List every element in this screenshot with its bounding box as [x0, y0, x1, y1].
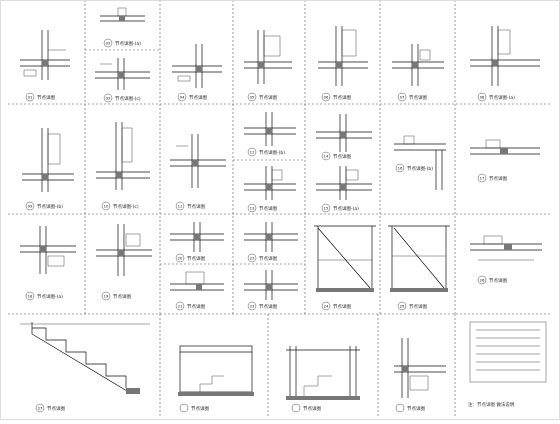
detail-09: 09 节点详图-(b): [22, 128, 74, 211]
detail-08-label: 节点详图-(a): [489, 94, 515, 101]
section-view-b: 节点详图: [286, 346, 360, 413]
detail-05-label: 节点详图: [259, 94, 277, 101]
detail-03-number: 03: [106, 96, 111, 101]
detail-19-number: 19: [104, 294, 109, 299]
detail-15-number: 15: [324, 206, 329, 211]
section-view-c-label: 节点详图: [407, 405, 425, 412]
detail-23: 23 节点详图: [244, 270, 298, 311]
detail-07-number: 07: [400, 95, 405, 100]
detail-03-label: 节点详图-(c): [115, 95, 141, 102]
notes-block: [469, 321, 547, 383]
detail-25-number: 25: [400, 304, 405, 309]
detail-21-label: 节点详图: [187, 303, 205, 310]
section-view-c: 节点详图: [394, 338, 446, 413]
detail-23-label: 节点详图: [259, 303, 277, 310]
detail-12: 12 节点详图-(b): [244, 112, 296, 157]
detail-02-number: 02: [106, 41, 111, 46]
detail-24: 24 节点详图: [314, 225, 376, 311]
detail-11-number: 11: [178, 204, 183, 209]
detail-04: 04 节点详图: [172, 44, 222, 102]
detail-22-number: 22: [250, 256, 255, 261]
detail-04-label: 节点详图: [189, 94, 207, 101]
detail-16-label: 节点详图-(b): [407, 165, 433, 172]
detail-26-label: 节点详图: [489, 277, 507, 284]
detail-05: 05 节点详图: [244, 30, 292, 102]
detail-19-label: 节点详图: [113, 293, 131, 300]
detail-01-marker: [25, 92, 35, 102]
detail-27-label: 节点详图: [47, 405, 65, 412]
detail-25-label: 节点详图: [409, 303, 427, 310]
footer-note: 注：节点详图 做法说明: [468, 403, 515, 408]
detail-11-label: 节点详图: [187, 203, 205, 210]
detail-20: 20 节点详图: [170, 222, 224, 263]
detail-08-number: 08: [480, 95, 485, 100]
detail-09-label: 节点详图-(b): [37, 203, 63, 210]
detail-15: 15 节点详图-(a): [316, 166, 372, 213]
detail-21-number: 21: [178, 304, 183, 309]
detail-12-label: 节点详图-(b): [259, 149, 285, 156]
detail-20-label: 节点详图: [187, 255, 205, 262]
detail-01-label: 节点详图: [37, 94, 55, 101]
detail-26: 26 节点详图: [470, 235, 542, 285]
detail-07: 07 节点详图: [392, 44, 444, 102]
detail-14-label: 节点详图: [333, 153, 351, 160]
detail-16-number: 16: [398, 166, 403, 171]
detail-23-number: 23: [250, 304, 255, 309]
detail-03: 03 节点详图-(c): [95, 58, 150, 103]
detail-21: 21 节点详图: [170, 271, 224, 311]
detail-18-number: 18: [28, 294, 33, 299]
detail-25: 25 节点详图: [388, 225, 450, 311]
detail-02-label: 节点详图-(a): [115, 40, 141, 47]
detail-17-number: 17: [480, 176, 485, 181]
detail-04-number: 04: [180, 95, 185, 100]
detail-06-number: 06: [324, 95, 329, 100]
detail-06-label: 节点详图: [333, 94, 351, 101]
detail-14-number: 14: [324, 154, 329, 159]
detail-18-label: 节点详图-(a): [37, 293, 63, 300]
detail-11: 11 节点详图: [170, 134, 226, 211]
section-view-b-label: 节点详图: [303, 405, 321, 412]
detail-22-label: 节点详图: [259, 255, 277, 262]
section-view-a: 节点详图: [178, 345, 254, 413]
detail-12-number: 12: [250, 150, 255, 155]
detail-27: 27 节点详图: [20, 322, 150, 413]
detail-13-label: 节点详图: [259, 205, 277, 212]
detail-01: 01 节点详图: [20, 30, 70, 102]
detail-02: 02 节点详图-(a): [100, 7, 145, 48]
detail-10-label: 节点详图-(c): [113, 203, 139, 210]
detail-13-number: 13: [250, 206, 255, 211]
detail-18: 18 节点详图-(a): [20, 226, 76, 301]
detail-01-number: 01: [28, 95, 33, 100]
detail-16: 16 节点详图-(b): [394, 135, 446, 190]
detail-22: 22 节点详图: [244, 222, 298, 263]
detail-20-number: 20: [178, 256, 183, 261]
detail-24-number: 24: [324, 304, 329, 309]
section-view-a-label: 节点详图: [191, 405, 209, 412]
detail-13: 13 节点详图: [244, 166, 296, 213]
detail-08: 08 节点详图-(a): [470, 26, 540, 102]
detail-05-number: 05: [250, 95, 255, 100]
detail-07-label: 节点详图: [409, 94, 427, 101]
detail-14: 14 节点详图: [316, 114, 372, 161]
detail-06: 06 节点详图: [318, 26, 368, 102]
detail-19: 19 节点详图: [96, 224, 152, 301]
grid-separators: [8, 0, 552, 418]
detail-09-number: 09: [28, 204, 33, 209]
detail-17-label: 节点详图: [489, 175, 507, 182]
detail-24-label: 节点详图: [333, 303, 351, 310]
detail-10-number: 10: [104, 204, 109, 209]
detail-15-label: 节点详图-(a): [333, 205, 359, 212]
detail-26-number: 26: [480, 278, 485, 283]
detail-17: 17 节点详图: [470, 139, 540, 183]
detail-27-number: 27: [38, 406, 43, 411]
detail-10: 10 节点详图-(c): [96, 122, 150, 211]
